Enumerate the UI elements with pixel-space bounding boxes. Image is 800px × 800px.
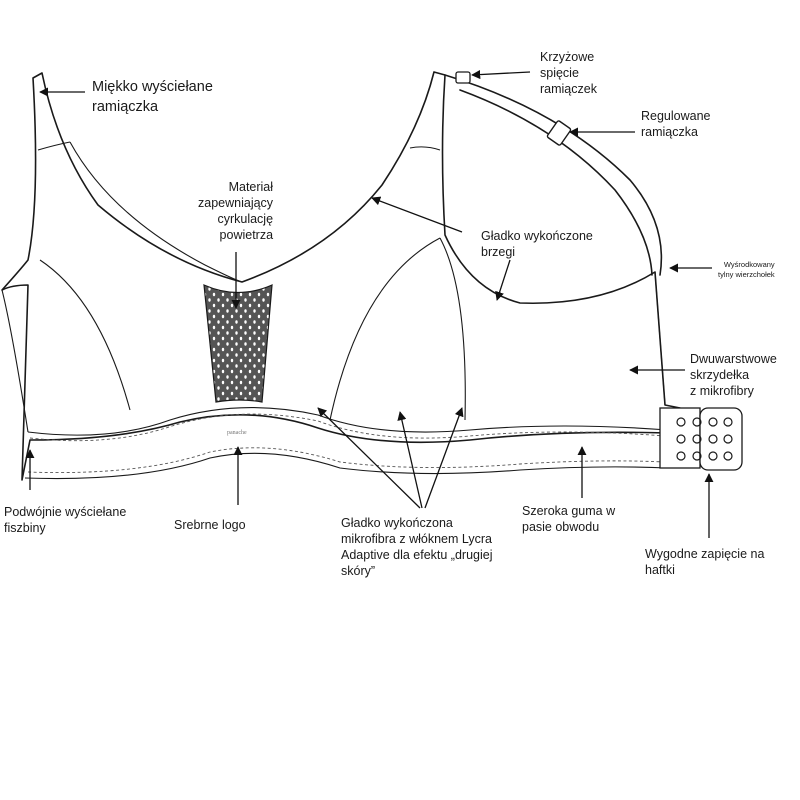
label-smooth-edges: Gładko wykończone brzegi xyxy=(481,229,593,259)
arrow-lycra-2 xyxy=(397,411,423,509)
arrow-edges-1 xyxy=(371,196,463,233)
mesh-gore xyxy=(203,284,273,403)
underband-stitch-bottom xyxy=(27,447,666,474)
right-strap-inner xyxy=(459,89,653,276)
label-silver-logo: Srebrne logo xyxy=(174,518,246,532)
back-wing-outline xyxy=(654,271,666,406)
cross-clip xyxy=(455,71,471,84)
band-logo: panache xyxy=(227,430,247,436)
arrow-cross-clip xyxy=(471,70,531,80)
arrow-lycra-3 xyxy=(424,407,464,509)
label-padded-wires: Podwójnie wyściełane fiszbiny xyxy=(4,505,127,535)
arrow-edges-2 xyxy=(495,259,511,301)
label-adjustable-straps: Regulowane ramiączka xyxy=(641,109,711,139)
strap-slider xyxy=(546,120,572,146)
right-strap-seam xyxy=(409,146,441,151)
left-side-line xyxy=(1,289,29,433)
label-breathable-material: Materiał zapewniający cyrkulację powietr… xyxy=(198,180,274,242)
arrow-lycra-1 xyxy=(317,407,421,509)
left-strap-seam xyxy=(37,141,71,151)
underband-top xyxy=(27,407,669,436)
label-hook-closure: Wygodne zapięcie na haftki xyxy=(645,547,765,577)
bra-front-outline xyxy=(1,71,681,481)
hook-eye-closure xyxy=(659,407,743,471)
left-cup-seam xyxy=(39,259,131,411)
label-cross-clip: Krzyżowe spięcie ramiączek xyxy=(540,50,597,96)
center-neckline xyxy=(69,141,243,283)
right-cup-seam xyxy=(329,237,441,421)
label-double-wings: Dwuwarstwowe skrzydełka z mikrofibry xyxy=(690,352,777,398)
label-soft-straps: Miękko wyściełane ramiączka xyxy=(92,79,213,115)
right-strap xyxy=(444,74,663,276)
label-wide-band: Szeroka guma w pasie obwodu xyxy=(522,504,616,534)
label-centered-back: Wyśrodkowany tylny wierzchołek xyxy=(718,260,775,279)
underband-bottom xyxy=(24,452,669,480)
label-microfibre-lycra: Gładko wykończona mikrofibra z włóknem L… xyxy=(341,516,493,578)
right-cup-seam-2 xyxy=(439,237,466,421)
